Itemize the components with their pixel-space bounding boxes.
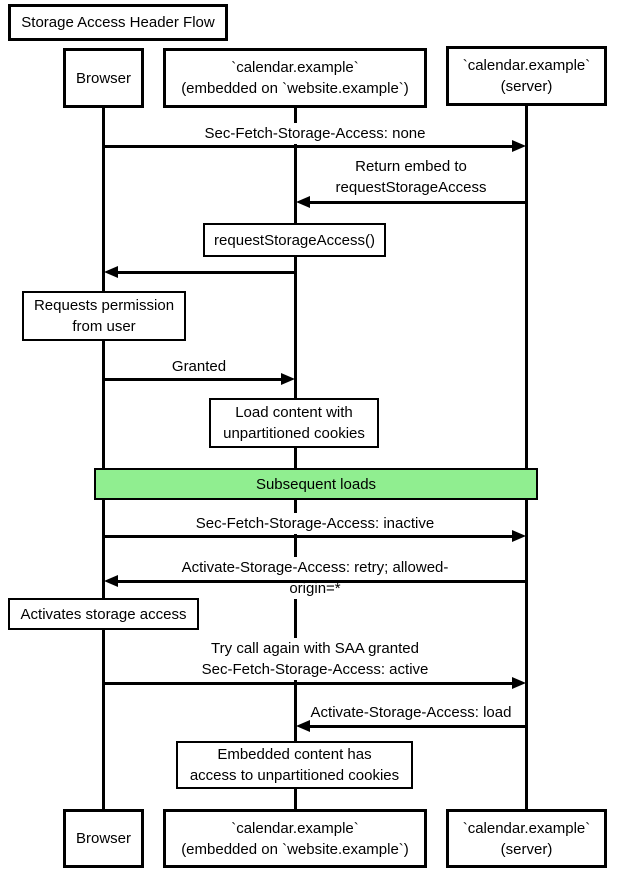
message-label-sec-fetch-inactive: Sec-Fetch-Storage-Access: inactive — [192, 513, 438, 534]
note-text: requestStorageAccess() — [214, 231, 375, 249]
message-label-sec-fetch-none: Sec-Fetch-Storage-Access: none — [201, 123, 429, 144]
note-text: Load content with unpartitioned cookies — [223, 404, 365, 442]
participant-server-label: `calendar.example` (server) — [462, 57, 591, 95]
lifeline-browser — [102, 108, 105, 809]
participant-browser-top: Browser — [63, 48, 144, 108]
message-line — [309, 201, 526, 204]
note-embedded-content: Embedded content has access to unpartiti… — [176, 741, 413, 789]
participant-browser-label: Browser — [75, 69, 131, 87]
note-request-storage-access: requestStorageAccess() — [203, 223, 386, 257]
note-text: Activates storage access — [20, 605, 187, 623]
message-line — [103, 145, 513, 148]
participant-browser-label: Browser — [75, 830, 131, 847]
band-label: Subsequent loads — [255, 475, 377, 493]
participant-browser-bottom: Browser — [63, 809, 144, 868]
lifeline-server — [525, 106, 528, 809]
lifeline-embed — [294, 108, 297, 809]
message-label-try-again: Try call again with SAA granted Sec-Fetc… — [198, 638, 432, 680]
participant-embed-bottom: `calendar.example` (embedded on `website… — [163, 809, 427, 868]
arrowhead-left-icon — [104, 575, 118, 587]
diagram-title: Storage Access Header Flow — [8, 4, 228, 41]
message-line — [117, 271, 295, 274]
message-label-activate-load: Activate-Storage-Access: load — [307, 702, 515, 723]
participant-embed-label: `calendar.example` (embedded on `website… — [181, 59, 409, 97]
arrowhead-left-icon — [296, 196, 310, 208]
participant-embed-top: `calendar.example` (embedded on `website… — [163, 48, 427, 108]
arrowhead-right-icon — [512, 530, 526, 542]
arrowhead-right-icon — [512, 677, 526, 689]
participant-server-bottom: `calendar.example` (server) — [446, 809, 607, 868]
message-line — [103, 378, 282, 381]
message-label-activate-retry: Activate-Storage-Access: retry; allowed-… — [154, 557, 476, 599]
participant-server-top: `calendar.example` (server) — [446, 46, 607, 106]
note-text: Requests permission from user — [33, 297, 175, 335]
arrowhead-right-icon — [281, 373, 295, 385]
note-requests-permission: Requests permission from user — [22, 291, 186, 341]
activation-band-subsequent-loads: Subsequent loads — [94, 468, 538, 500]
arrowhead-right-icon — [512, 140, 526, 152]
arrowhead-left-icon — [104, 266, 118, 278]
message-line — [117, 580, 526, 583]
note-load-content: Load content with unpartitioned cookies — [209, 398, 379, 448]
participant-server-label: `calendar.example` (server) — [462, 819, 591, 858]
participant-embed-label: `calendar.example` (embedded on `website… — [181, 819, 409, 858]
note-activates-storage: Activates storage access — [8, 598, 199, 630]
message-label-return-embed: Return embed to requestStorageAccess — [332, 156, 490, 198]
arrowhead-left-icon — [296, 720, 310, 732]
message-line — [103, 682, 513, 685]
diagram-title-label: Storage Access Header Flow — [21, 14, 215, 31]
note-text: Embedded content has access to unpartiti… — [189, 746, 400, 784]
message-line — [103, 535, 513, 538]
message-line — [309, 725, 526, 728]
message-label-granted: Granted — [168, 356, 230, 377]
